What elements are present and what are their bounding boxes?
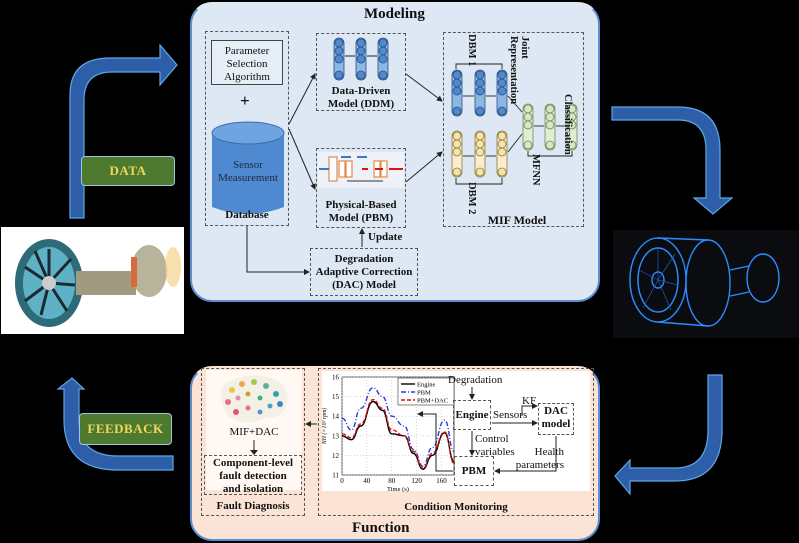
pbm-small-label: PBM: [461, 465, 487, 477]
update-label: Update: [368, 231, 403, 243]
dac-small-line-1: DAC: [544, 405, 568, 417]
pbm-box: [316, 148, 406, 228]
component-level-box: [204, 455, 302, 495]
mif-dac-label: MIF+DAC: [229, 426, 279, 438]
pbm-label: Physical-Based Model (PBM): [318, 199, 404, 225]
function-title: Function: [352, 520, 410, 536]
control-variables-label: Control variables: [475, 433, 515, 459]
component-level-label: Component-level fault detection and isol…: [204, 457, 302, 496]
legend-label: PBM: [417, 390, 431, 397]
fault-diagnosis-caption: Fault Diagnosis: [216, 500, 290, 512]
db-line-2: Measurement: [218, 172, 278, 184]
x-axis-label: Time (s): [387, 486, 409, 493]
wireframe-engine-image: [613, 230, 799, 338]
legend-label: Engine: [417, 382, 436, 389]
modeling-output-arrow: [611, 106, 734, 215]
dac-line-1: Degradation: [334, 253, 394, 265]
param-line-1: Parameter: [224, 45, 270, 57]
ddm-box: [316, 33, 406, 111]
modeling-panel: Modeling Parameter Selection Algorithm +…: [190, 2, 600, 302]
parameter-selection-box: Parameter Selection Algorithm: [211, 40, 283, 85]
engine-label: Engine: [455, 409, 489, 421]
data-badge: DATA: [81, 156, 175, 186]
component-line-1: Component-level: [212, 457, 294, 469]
y-axis-label: NH (×10³ rpm): [321, 408, 328, 446]
mfnn-label: MFNN: [530, 154, 541, 186]
ddm-label: Data-Driven Model (DDM): [318, 85, 404, 111]
database-group: [205, 31, 289, 226]
dbm1-label: DBM 1: [466, 34, 477, 67]
y-tick-label: 12: [332, 452, 340, 460]
plus-sign: +: [240, 91, 250, 110]
down-arrow-icon: [250, 440, 258, 455]
series-line-pbm: [341, 387, 455, 467]
control-line-1: Control: [475, 433, 509, 445]
param-line-2: Selection: [226, 58, 268, 70]
joint-representation-label: Joint Representation: [508, 36, 530, 105]
mif-model-caption: MIF Model: [487, 213, 547, 227]
function-panel: MIF+DAC Component-level fault detection …: [190, 366, 600, 541]
control-line-2: variables: [475, 446, 515, 458]
dac-model-box: [310, 248, 418, 296]
pbm-line-1: Physical-Based: [325, 199, 397, 211]
health-line-2: parameters: [515, 459, 564, 471]
sensors-label: Sensors: [493, 409, 528, 421]
turbofan-engine-cutaway-image: [1, 227, 184, 334]
param-line-3: Algorithm: [224, 71, 270, 83]
series-line-engine: [341, 400, 455, 470]
y-tick-label: 14: [332, 413, 340, 421]
y-tick-label: 16: [332, 374, 340, 382]
dac-model-small-label: DAC model: [538, 405, 574, 431]
feedback-arrow: [56, 377, 174, 471]
feedback-badge: FEEDBACK: [79, 413, 172, 445]
data-arrow: [69, 43, 178, 219]
pbm-engine-schematic-icon: [318, 152, 404, 188]
legend-label: PBM+DAC: [417, 398, 448, 405]
classification-label: Classification: [562, 94, 573, 155]
db-line-1: Sensor: [233, 159, 263, 171]
pbm-small-box: [454, 456, 494, 486]
dac-small-line-2: model: [541, 418, 571, 430]
condition-monitoring-caption: Condition Monitoring: [404, 501, 508, 513]
brain-network-icon: [220, 375, 288, 423]
modeling-title: Modeling: [364, 6, 425, 22]
x-tick-label: 80: [388, 477, 396, 485]
x-tick-label: 160: [436, 477, 447, 485]
component-line-2: fault detection: [219, 470, 287, 482]
x-tick-label: 40: [363, 477, 371, 485]
modeling-connectors: [246, 73, 443, 275]
mif-model-box: [443, 32, 584, 227]
pbm-line-2: Model (PBM): [328, 212, 394, 224]
dbm2-label: DBM 2: [466, 182, 477, 215]
dac-line-3: (DAC) Model: [332, 279, 396, 291]
monitoring-connectors: [305, 387, 557, 474]
sensor-measurement-label: Sensor Measurement: [210, 159, 286, 185]
ddm-line-1: Data-Driven: [331, 85, 391, 97]
dac-model-label: Degradation Adaptive Correction (DAC) Mo…: [310, 253, 418, 292]
ddm-network-icon: [333, 37, 389, 81]
dac-model-small-box: [538, 403, 574, 435]
health-parameters-label: Health parameters: [512, 446, 564, 472]
y-tick-label: 11: [332, 472, 339, 480]
engine-box: [453, 400, 491, 430]
condition-monitoring-box: [318, 368, 594, 516]
monitoring-input-arrow: [614, 374, 723, 496]
series-line-pbm-dac: [341, 398, 455, 469]
ddm-line-2: Model (DDM): [327, 98, 395, 110]
fault-diagnosis-box: [201, 368, 305, 516]
database-cylinder-icon: [211, 121, 285, 214]
y-tick-label: 13: [332, 432, 340, 440]
dac-line-2: Adaptive Correction: [315, 266, 413, 278]
x-tick-label: 0: [340, 477, 344, 485]
health-line-1: Health: [534, 446, 564, 458]
mif-network-diagram-icon: [451, 63, 578, 185]
x-tick-label: 120: [411, 477, 422, 485]
database-caption: Database: [225, 209, 269, 221]
degradation-label: Degradation: [448, 374, 503, 386]
y-tick-label: 15: [332, 393, 340, 401]
component-line-3: and isolation: [222, 483, 284, 495]
